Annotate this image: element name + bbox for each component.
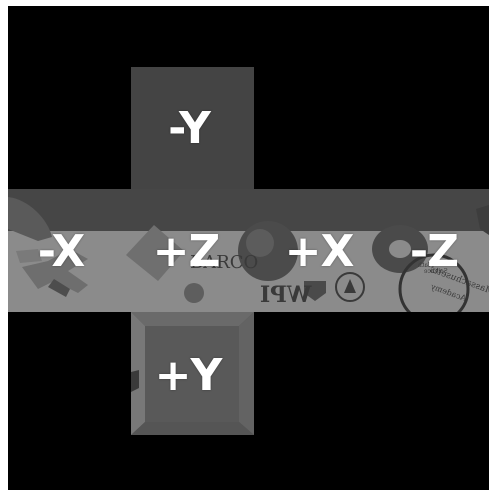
face-label-pos-x: +X xyxy=(285,230,354,274)
face-label-neg-x: -X xyxy=(38,230,85,274)
face-label-neg-z: -Z xyxy=(410,230,458,274)
wpi-logo-text: WPI xyxy=(260,282,312,308)
face-label-neg-y: -Y xyxy=(168,107,210,151)
b-logo-shape xyxy=(184,283,204,303)
cubemap-canvas: BARCO WPI Massachusetts Academy Math Sci… xyxy=(8,6,489,490)
face-label-pos-z: +Z xyxy=(153,230,220,274)
face-label-pos-y: +Y xyxy=(155,354,222,398)
